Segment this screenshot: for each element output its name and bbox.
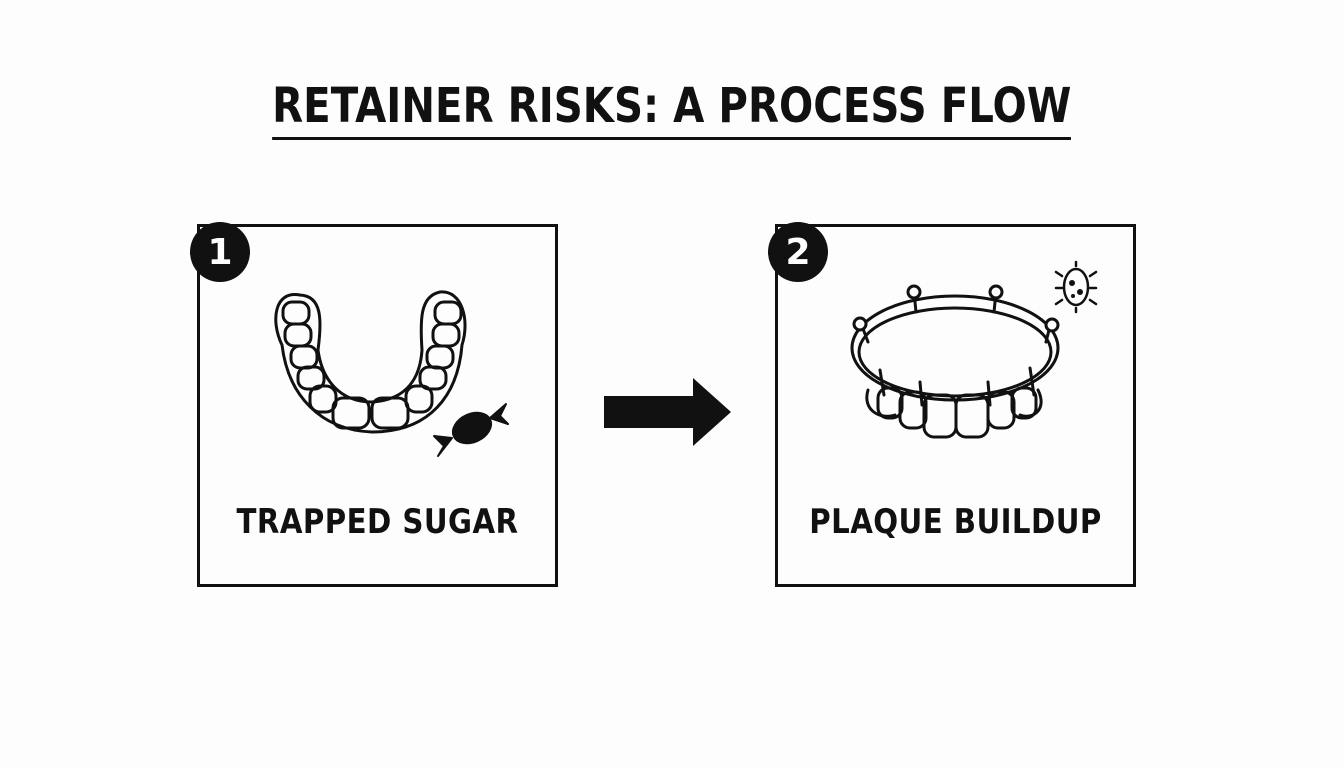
- step-2-badge: 2: [768, 222, 828, 282]
- diagram-title: RETAINER RISKS: A PROCESS FLOW: [0, 80, 1344, 140]
- step-1-badge: 1: [190, 222, 250, 282]
- step-1-panel: [197, 224, 558, 587]
- step-1-label: TRAPPED SUGAR: [236, 502, 519, 542]
- step-2-label: PLAQUE BUILDUP: [809, 502, 1102, 542]
- diagram-title-text: RETAINER RISKS: A PROCESS FLOW: [272, 80, 1072, 140]
